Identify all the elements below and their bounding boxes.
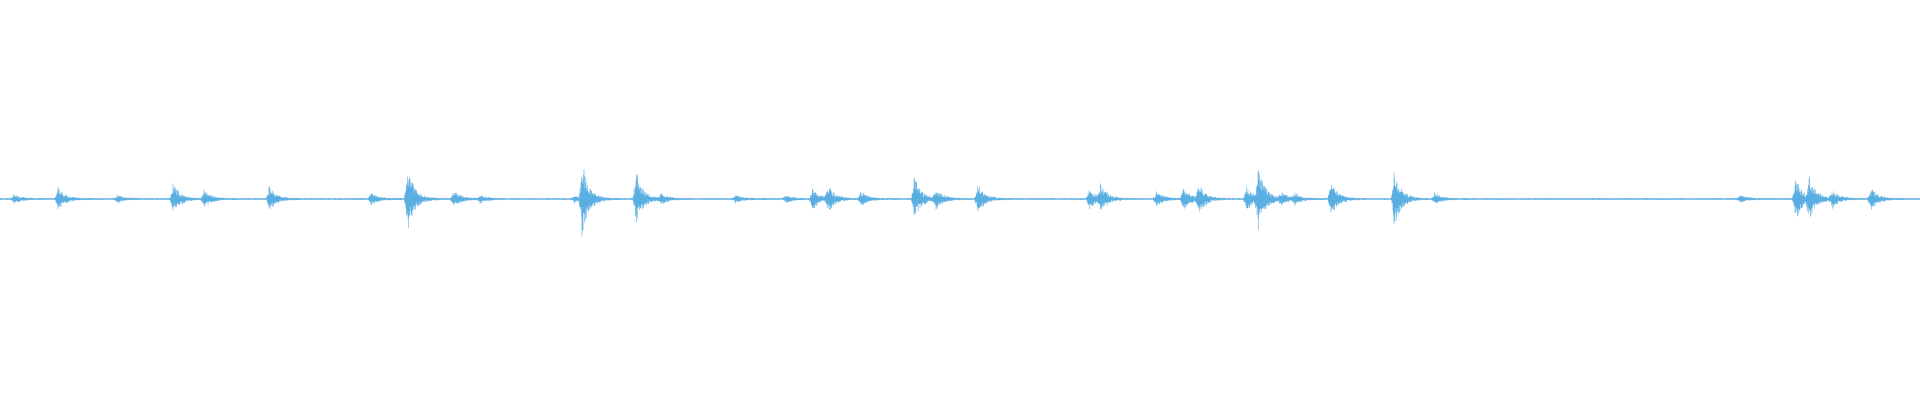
waveform-trace: [0, 169, 1920, 237]
waveform-signal: [0, 169, 1920, 237]
